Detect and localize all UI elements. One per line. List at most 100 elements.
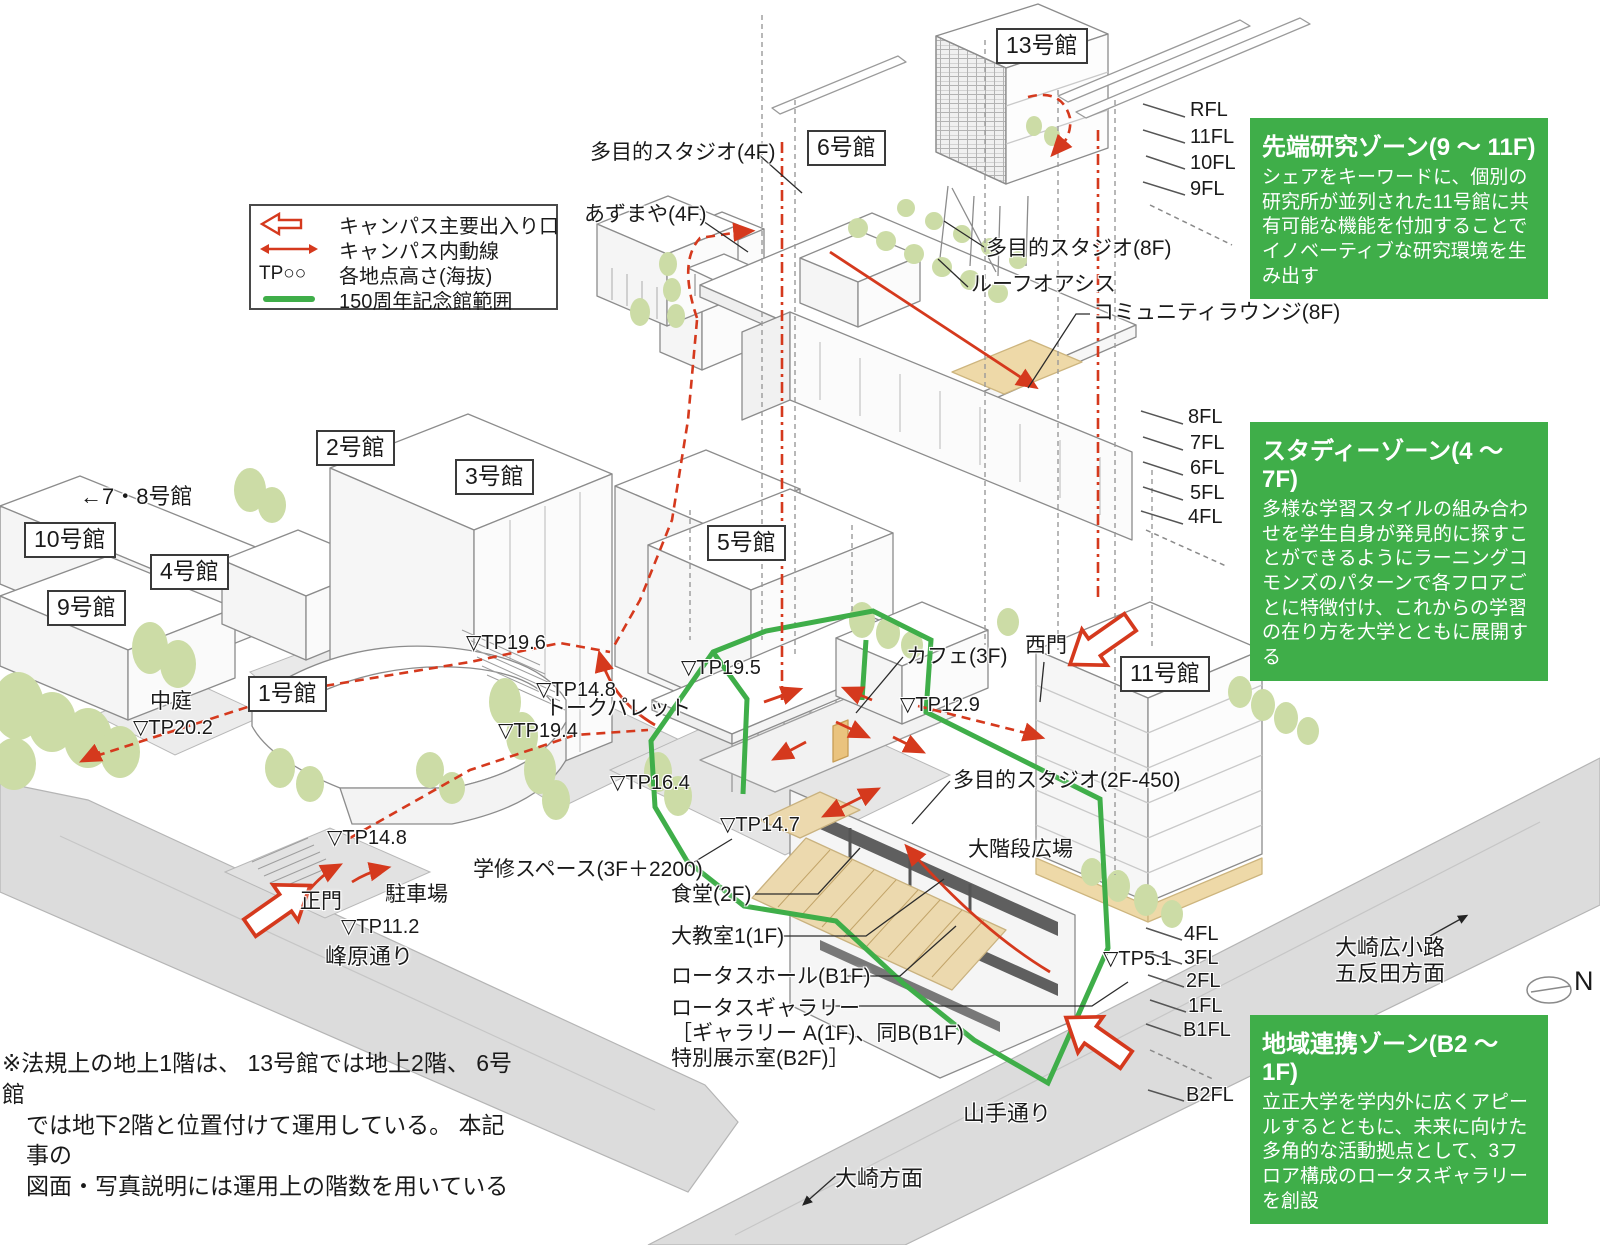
tp-mark-19-6: ▽TP19.6 — [466, 632, 546, 654]
leader-lines — [685, 152, 1469, 1206]
building-1-mass — [251, 645, 567, 825]
floor-label-7fl: 7FL — [1190, 432, 1225, 454]
floor-label-11fl: 11FL — [1190, 126, 1235, 148]
regulatory-footnote: ※法規上の地上1階は、 13号館では地上2階、 6号館 では地下2階と位置付けて… — [2, 1048, 522, 1202]
building-13-mass — [935, 3, 1109, 277]
footnote-line-2: では地下2階と位置付けて運用している。 本記事の — [26, 1111, 505, 1169]
tp-mark-5-1: ▽TP5.1 — [1103, 948, 1172, 970]
label-lotus-gallery-detail: ［ギャラリー A(1F)、同B(B1F) — [671, 1022, 964, 1045]
label-courtyard: 中庭 — [150, 690, 192, 713]
floor-label-b1fl: B1FL — [1183, 1019, 1231, 1041]
label-lotus-hall: ロータスホール(B1F) — [671, 965, 871, 988]
flow-arrows — [78, 133, 1073, 974]
circulation-layer — [78, 93, 1100, 974]
tp-mark-19-5: ▽TP19.5 — [681, 657, 761, 679]
tp-mark-14-8-lower: ▽TP14.8 — [327, 827, 407, 849]
stairs-talk-palette — [461, 629, 566, 711]
legend-label-flow: キャンパス内動線 — [339, 240, 499, 263]
label-grand-stairs: 大階段広場 — [968, 838, 1073, 861]
footnote-line-1: ※法規上の地上1階は、 13号館では地上2階、 6号館 — [2, 1050, 513, 1107]
yamate-street-road — [647, 757, 1600, 1245]
label-building-4: 4号館 — [150, 554, 229, 590]
label-studio-8f: 多目的スタジオ(8F) — [986, 237, 1172, 260]
tp-mark-12-9: ▽TP12.9 — [900, 694, 980, 716]
west-gate-entrance-arrow — [1067, 611, 1139, 668]
zone-card-study: スタディーゾーン(4 〜 7F) 多様な学習スタイルの組み合わせを学生自身が発見… — [1250, 422, 1548, 681]
zone-card-advanced-research: 先端研究ゾーン(9 〜 11F) シェアをキーワードに、個別の研究所が並列された… — [1250, 118, 1548, 300]
yamate-entrance-arrow — [1063, 1014, 1135, 1071]
label-osaki-direction: 大崎方面 — [835, 1166, 924, 1191]
projection-lines — [689, 15, 1153, 875]
building-6-8f-mass — [741, 311, 1133, 541]
community-lounge-deck — [951, 339, 1083, 395]
zone-card-regional: 地域連携ゾーン(B2 〜 1F) 立正大学を学内外に広くアピールするとともに、未… — [1250, 1015, 1548, 1225]
floor-label-4fl: 4FL — [1184, 923, 1219, 945]
tp-mark-14-7: ▽TP14.7 — [720, 814, 800, 836]
label-study-space: 学修スペース(3F＋2200) — [473, 858, 703, 881]
building-11-mass — [1035, 601, 1263, 923]
legend-row-flow: キャンパス内動線 — [259, 237, 548, 263]
anniversary-extent-line-icon — [259, 296, 339, 302]
label-azumaya: あずまや(4F) — [584, 203, 707, 226]
label-building-3: 3号館 — [455, 459, 534, 495]
label-building-2: 2号館 — [316, 430, 395, 466]
zone-title-regional: 地域連携ゾーン(B2 〜 1F) — [1262, 1031, 1499, 1086]
label-lotus-gallery: ロータスギャラリー — [671, 997, 860, 1020]
floor-label-b2fl: B2FL — [1186, 1084, 1234, 1106]
floor-label-2fl: 2FL — [1186, 970, 1221, 992]
label-roof-oasis: ルーフオアシス — [971, 273, 1116, 296]
tp-elevation-mark-icon: TP○○ — [259, 263, 307, 284]
footnote-line-3: 図面・写真説明には運用上の階数を用いている — [26, 1173, 509, 1200]
label-building-11: 11号館 — [1120, 656, 1210, 692]
gotanda-direction-arrow — [1429, 914, 1469, 937]
label-building-5: 5号館 — [707, 525, 786, 561]
north-label: N — [1574, 966, 1594, 996]
osaki-direction-arrow — [802, 1173, 839, 1206]
floor-label-4fl-mid: 4FL — [1188, 506, 1223, 528]
label-west-gate: 西門 — [1025, 634, 1067, 657]
label-studio-2f: 多目的スタジオ(2F-450) — [953, 769, 1181, 792]
floor-tick-lines — [1140, 103, 1233, 1102]
label-dining: 食堂(2F) — [671, 883, 752, 906]
tp-mark-11-2: ▽TP11.2 — [341, 916, 420, 938]
floor-label-rfl: RFL — [1190, 99, 1228, 121]
floor-label-9fl: 9FL — [1190, 178, 1225, 200]
zone-title-study: スタディーゾーン(4 〜 7F) — [1262, 438, 1504, 493]
tp-mark-16-4: ▽TP16.4 — [610, 772, 690, 794]
legend-label-tp: 各地点高さ(海抜) — [339, 265, 493, 288]
zone-title-advanced-research: 先端研究ゾーン(9 〜 11F) — [1262, 134, 1536, 161]
label-building-13: 13号館 — [996, 28, 1088, 64]
dashed-flow-lines — [95, 93, 1072, 840]
label-parking: 駐車場 — [385, 883, 448, 906]
campus-entrance-arrow-icon — [259, 212, 339, 236]
legend: キャンパス主要出入り口 キャンパス内動線 TP○○ 各地点高さ(海抜) 150周… — [249, 204, 559, 313]
label-building-10: 10号館 — [24, 522, 116, 558]
minehara-street-road — [0, 781, 739, 1193]
projection-flow-verticals — [780, 130, 1100, 700]
label-building-9: 9号館 — [47, 590, 126, 626]
stairs-main-gate — [251, 837, 333, 891]
zone-body-regional: 立正大学を学内外に広くアピールするとともに、未来に向けた多角的な活動拠点として、… — [1262, 1092, 1529, 1212]
entrance-arrows — [241, 611, 1139, 1071]
roads-layer — [0, 757, 1600, 1245]
floor-label-3fl: 3FL — [1184, 947, 1219, 969]
legend-label-entrance: キャンパス主要出入り口 — [339, 215, 559, 238]
zone-body-advanced-research: シェアをキーワードに、個別の研究所が並列された11号館に共有可能な機能を付加する… — [1262, 167, 1529, 287]
label-main-gate: 正門 — [300, 890, 342, 913]
legend-row-tp: TP○○ 各地点高さ(海抜) — [259, 262, 548, 288]
north-compass — [1526, 976, 1572, 1004]
tp-mark-14-8-upper: ▽TP14.8 — [536, 679, 616, 701]
label-yamate-street: 山手通り — [963, 1101, 1052, 1126]
label-studio-4f: 多目的スタジオ(4F) — [590, 141, 776, 164]
label-gotanda-direction: 大崎広小路 五反田方面 — [1335, 935, 1446, 986]
floor-label-8fl: 8FL — [1188, 406, 1223, 428]
main-gate-entrance-arrow — [241, 882, 313, 939]
floor-label-6fl: 6FL — [1190, 457, 1225, 479]
label-building-1: 1号館 — [248, 676, 327, 712]
label-building-7-8: ←7・8号館 — [80, 484, 193, 509]
label-community-lounge: コミュニティラウンジ(8F) — [1093, 301, 1341, 324]
campus-flow-arrow-icon — [259, 241, 339, 257]
scaffold-bars — [771, 17, 1311, 119]
label-talk-palette: トークパレット — [545, 697, 691, 720]
